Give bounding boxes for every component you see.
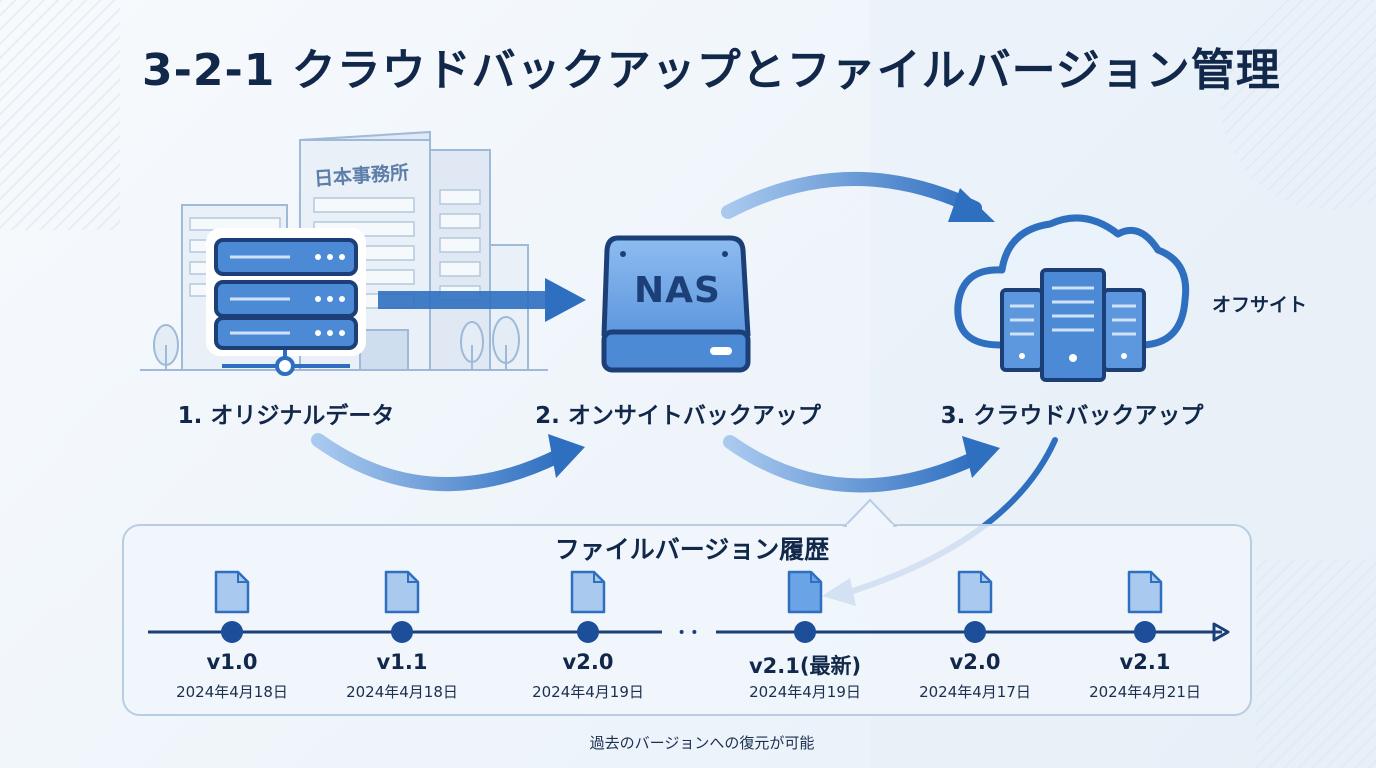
document-icon (570, 570, 606, 614)
version-history-panel (122, 524, 1252, 716)
arc-onsite-to-cloud (723, 435, 982, 493)
server-icon (206, 228, 366, 376)
version-label: v2.1(最新) (748, 654, 862, 678)
document-fold (810, 572, 821, 583)
version-label: v1.1 (376, 650, 428, 674)
timeline-node[interactable] (1134, 621, 1156, 643)
timeline-node[interactable] (964, 621, 986, 643)
cloud-server-icon (954, 214, 1190, 382)
timeline-ellipsis: • • (678, 625, 699, 641)
document-fold (237, 572, 248, 583)
stage-label-cloud: 3. クラウドバックアップ (940, 403, 1204, 429)
document-icon (384, 570, 420, 614)
version-label: v1.0 (206, 650, 258, 674)
document-fold (407, 572, 418, 583)
nas-label: NAS (634, 270, 721, 311)
arc-arrowhead-top (948, 188, 995, 222)
version-date: 2024年4月19日 (749, 683, 861, 701)
arc-arrowhead-onsite (548, 434, 585, 478)
arrow-server-to-nas (378, 278, 586, 322)
version-date: 2024年4月18日 (346, 683, 458, 701)
document-fold (980, 572, 991, 583)
nas-drive-icon (601, 235, 751, 373)
timeline-arrowhead (1212, 622, 1230, 642)
arc-original-to-onsite (311, 433, 567, 492)
stage-label-original: 1. オリジナルデータ (177, 403, 395, 429)
document-icon (214, 570, 250, 614)
version-label: v2.0 (562, 650, 614, 674)
version-date: 2024年4月21日 (1089, 683, 1201, 701)
timeline-node[interactable] (221, 621, 243, 643)
document-fold (593, 572, 604, 583)
page-title: 3-2-1 クラウドバックアップとファイルバージョン管理 (142, 45, 1281, 96)
restore-footnote: 過去のバージョンへの復元が可能 (589, 734, 815, 752)
version-date: 2024年4月19日 (532, 683, 644, 701)
document-icon (787, 570, 823, 614)
arc-arrowhead-cloud (962, 436, 1000, 478)
version-label: v2.1 (1119, 650, 1171, 674)
arc-nas-to-cloud-top (721, 171, 982, 219)
document-fold (1150, 572, 1161, 583)
version-label: v2.0 (949, 650, 1001, 674)
timeline-node[interactable] (794, 621, 816, 643)
timeline-node[interactable] (577, 621, 599, 643)
document-icon (1127, 570, 1163, 614)
version-date: 2024年4月17日 (919, 683, 1031, 701)
offsite-label: オフサイト (1212, 294, 1308, 316)
document-icon (957, 570, 993, 614)
stage-label-onsite: 2. オンサイトバックアップ (535, 403, 821, 429)
timeline-node[interactable] (391, 621, 413, 643)
version-history-title: ファイルバージョン履歴 (554, 535, 830, 564)
version-date: 2024年4月18日 (176, 683, 288, 701)
